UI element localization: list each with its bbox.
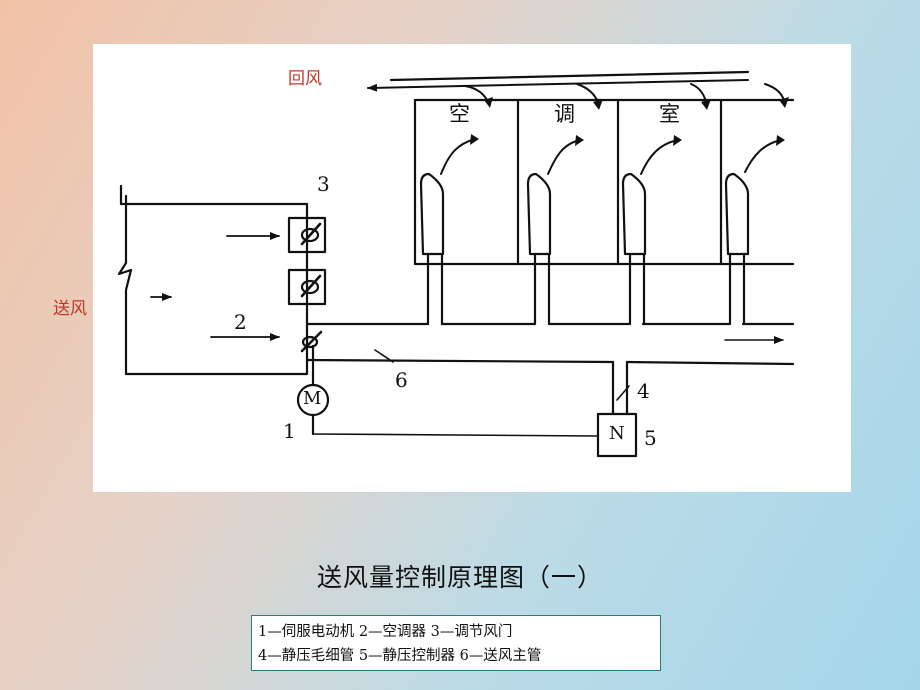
air-conditioner-unit — [117, 184, 309, 376]
component-number-6: 6 — [395, 368, 408, 392]
component-number-4: 4 — [637, 379, 650, 403]
room-outline — [413, 98, 795, 266]
motor-symbol: M — [303, 388, 322, 409]
static-pressure-controller — [596, 412, 638, 458]
room-char-shi: 室 — [659, 102, 680, 126]
terminal-unit-3 — [621, 83, 711, 326]
controller-symbol: N — [609, 423, 625, 444]
return-air-label: 回风 — [288, 69, 322, 89]
component-number-5: 5 — [644, 426, 657, 450]
damper-main — [300, 330, 323, 353]
terminal-unit-1 — [419, 85, 493, 326]
servo-motor — [296, 344, 599, 437]
vav-control-schematic — [117, 70, 795, 458]
terminal-unit-2 — [526, 83, 603, 326]
legend-line-2: 4—静压毛细管 5—静压控制器 6—送风主管 — [258, 648, 542, 664]
component-number-2: 2 — [234, 310, 247, 334]
component-number-1: 1 — [283, 419, 296, 443]
component-legend: 1—伺服电动机 2—空调器 3—调节风门 4—静压毛细管 5—静压控制器 6—送… — [251, 615, 661, 671]
room-char-tiao: 调 — [554, 102, 575, 126]
damper-upper — [287, 216, 327, 254]
room-char-kong: 空 — [449, 102, 470, 126]
damper-middle — [287, 268, 327, 306]
component-number-3: 3 — [317, 172, 330, 196]
supply-air-label: 送风 — [53, 299, 87, 319]
legend-line-1: 1—伺服电动机 2—空调器 3—调节风门 — [258, 624, 513, 640]
figure-caption: 送风量控制原理图（一） — [316, 563, 603, 592]
schematic-panel: 回风 送风 空 调 室 3 2 6 4 5 1 M N — [53, 44, 851, 492]
static-pressure-tube — [611, 360, 630, 416]
return-air-arrow — [367, 70, 750, 92]
terminal-unit-4 — [724, 83, 789, 326]
supply-main-duct — [305, 322, 795, 366]
